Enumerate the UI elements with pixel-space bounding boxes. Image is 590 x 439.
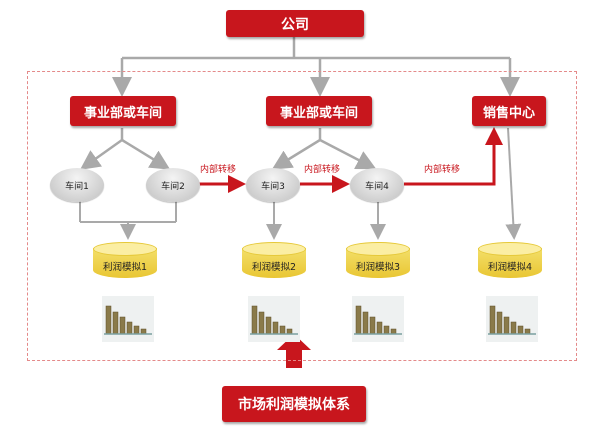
profit-sim-1: 利润模拟1 xyxy=(93,240,157,278)
transfer-label-1: 内部转移 xyxy=(200,165,237,175)
workshop-1: 车间1 xyxy=(50,168,104,202)
transfer-label-2: 内部转移 xyxy=(304,165,341,175)
bar-figures-icon xyxy=(102,296,154,342)
profit-sim-2-label: 利润模拟2 xyxy=(251,262,297,273)
bar-figures-icon xyxy=(248,296,300,342)
profit-sim-2: 利润模拟2 xyxy=(242,240,306,278)
system-label-box: 市场利润模拟体系 xyxy=(222,386,366,422)
workshop-2: 车间2 xyxy=(146,168,200,202)
transfer-arrows xyxy=(196,127,503,193)
transfer-label-3: 内部转移 xyxy=(424,165,461,175)
sales-center-box: 销售中心 xyxy=(472,96,546,126)
division-box-1: 事业部或车间 xyxy=(70,96,176,126)
company-connectors xyxy=(112,37,520,97)
division1-connectors xyxy=(79,128,171,170)
profit-connectors xyxy=(79,127,522,240)
profit-sim-1-label: 利润模拟1 xyxy=(102,262,148,273)
profit-sim-4-label: 利润模拟4 xyxy=(487,262,533,273)
bar-figures-icon xyxy=(352,296,404,342)
profit-sim-3: 利润模拟3 xyxy=(346,240,410,278)
system-boundary xyxy=(27,71,577,361)
bar-figures-icon xyxy=(486,296,538,342)
company-box: 公司 xyxy=(226,10,364,37)
workshop-3: 车间3 xyxy=(246,168,300,202)
division2-connectors xyxy=(271,128,377,170)
profit-sim-3-label: 利润模拟3 xyxy=(355,262,401,273)
system-arrow xyxy=(277,334,311,368)
division-box-2: 事业部或车间 xyxy=(266,96,372,126)
profit-sim-4: 利润模拟4 xyxy=(478,240,542,278)
workshop-4: 车间4 xyxy=(350,168,404,202)
